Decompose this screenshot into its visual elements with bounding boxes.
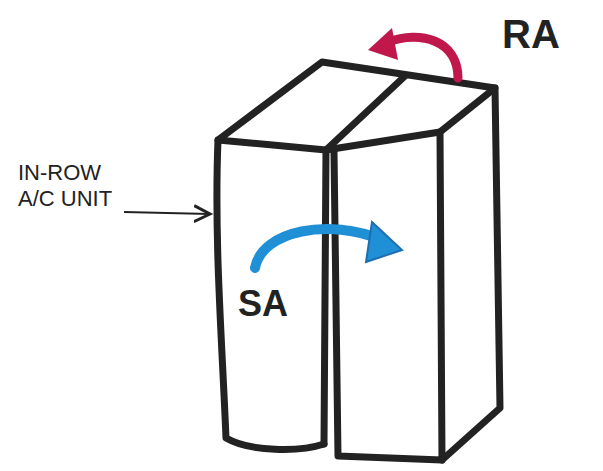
supply-air-label: SA (238, 282, 288, 325)
unit-callout: IN-ROW A/C UNIT (18, 160, 128, 213)
return-air-label: RA (502, 10, 560, 58)
